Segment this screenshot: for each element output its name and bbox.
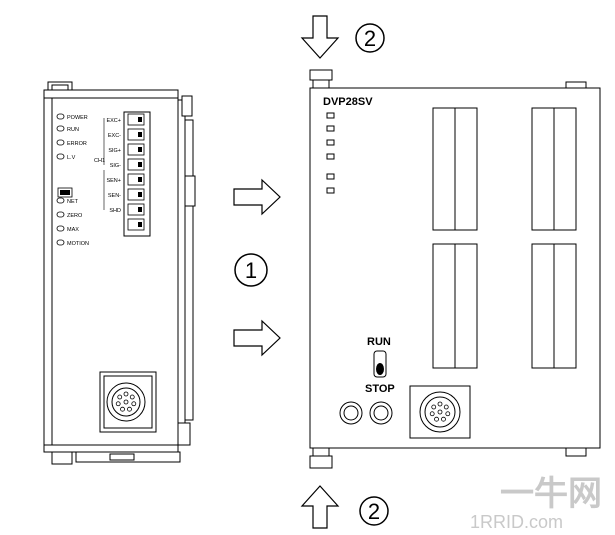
plc-model-label: DVP28SV [323, 96, 373, 108]
watermark-domain: 1RRID.com [470, 512, 563, 532]
led-indicator [56, 125, 65, 132]
terminal-slot [127, 218, 145, 231]
connector-pin [123, 399, 129, 405]
extension-module [43, 81, 196, 465]
terminal-slot [127, 113, 145, 126]
watermark: 一牛网 1RRID.com [470, 475, 602, 532]
led-label: L.V [67, 155, 76, 161]
terminal-screw [138, 177, 142, 182]
terminal-label: SIG- [110, 163, 121, 169]
terminal-screw [138, 162, 142, 167]
terminal-screw [138, 207, 142, 212]
connector-pin [131, 401, 137, 407]
terminal-label: SHD [109, 208, 121, 214]
step-1-number: 1 [245, 258, 257, 283]
terminal-screw [138, 192, 142, 197]
run-label: RUN [367, 336, 391, 348]
down-arrow-top [300, 15, 340, 59]
connector-pin [443, 404, 449, 410]
terminal-pins [127, 113, 145, 231]
terminal-slot [127, 173, 145, 186]
terminal-slot [127, 158, 145, 171]
terminal-slot [127, 203, 145, 216]
connector-pin [120, 406, 125, 412]
led-label: ZERO [67, 213, 83, 219]
terminal-slot [127, 143, 145, 156]
led-indicator [56, 113, 65, 120]
run-stop-switch-lever[interactable] [376, 363, 384, 375]
terminal-screw [138, 132, 142, 137]
connector-pin [434, 416, 439, 422]
connector-pin [117, 394, 123, 400]
connector-pin [127, 406, 132, 412]
led-indicator [56, 139, 65, 146]
led-indicator [56, 225, 65, 232]
plc-unit [309, 69, 601, 469]
connector-pin [129, 394, 135, 400]
connector-pin [441, 416, 446, 422]
terminal-label: SEN+ [106, 178, 121, 184]
connector-pin [437, 409, 443, 415]
terminal-slot [127, 188, 145, 201]
step-2-bottom-number: 2 [368, 499, 380, 524]
connector-pin [437, 401, 443, 407]
terminal-label: SEN- [108, 193, 121, 199]
terminal-slot [127, 128, 145, 141]
led-label: RUN [67, 127, 79, 133]
terminal-label: SIG+ [108, 148, 121, 154]
reset-switch-knob [60, 190, 70, 195]
stop-label: STOP [365, 383, 395, 395]
right-arrow-lower [233, 319, 281, 357]
step-2-top-number: 2 [364, 26, 376, 51]
terminal-screw [138, 147, 142, 152]
terminal-screw [138, 222, 142, 227]
channel-label: CH1 [94, 158, 105, 164]
connector-pin [445, 411, 451, 417]
led-label: ERROR [67, 141, 87, 147]
terminal-label: EXC+ [106, 118, 121, 124]
watermark-logo: 一牛网 [500, 475, 602, 513]
led-label: NET [67, 199, 79, 205]
connector-pin [123, 391, 129, 397]
led-indicator [56, 197, 65, 204]
plc-connector-pins [429, 401, 451, 422]
terminal-screw [138, 117, 142, 122]
led-label: POWER [67, 115, 88, 121]
led-label: MOTION [67, 241, 89, 247]
module-connector-pins [115, 391, 137, 412]
step-2-top-marker: 2 [355, 23, 385, 53]
step-2-bottom-marker: 2 [359, 496, 389, 526]
step-1-marker: 1 [234, 253, 268, 287]
led-label: MAX [67, 227, 79, 233]
led-indicator [56, 153, 65, 160]
up-arrow-bottom [300, 485, 340, 529]
module-terminal-labels: EXC+ EXC- SIG+ SIG- SEN+ SEN- SHD [103, 118, 121, 214]
connector-pin [431, 404, 437, 410]
module-led-list: POWER RUN ERROR L.V NET ZERO MAX MOTION [56, 113, 89, 247]
connector-pin [429, 411, 435, 417]
terminal-label: EXC- [108, 133, 121, 139]
led-indicator [56, 211, 65, 218]
connector-pin [115, 401, 121, 407]
led-indicator [56, 239, 65, 246]
right-arrow-upper [233, 178, 281, 216]
